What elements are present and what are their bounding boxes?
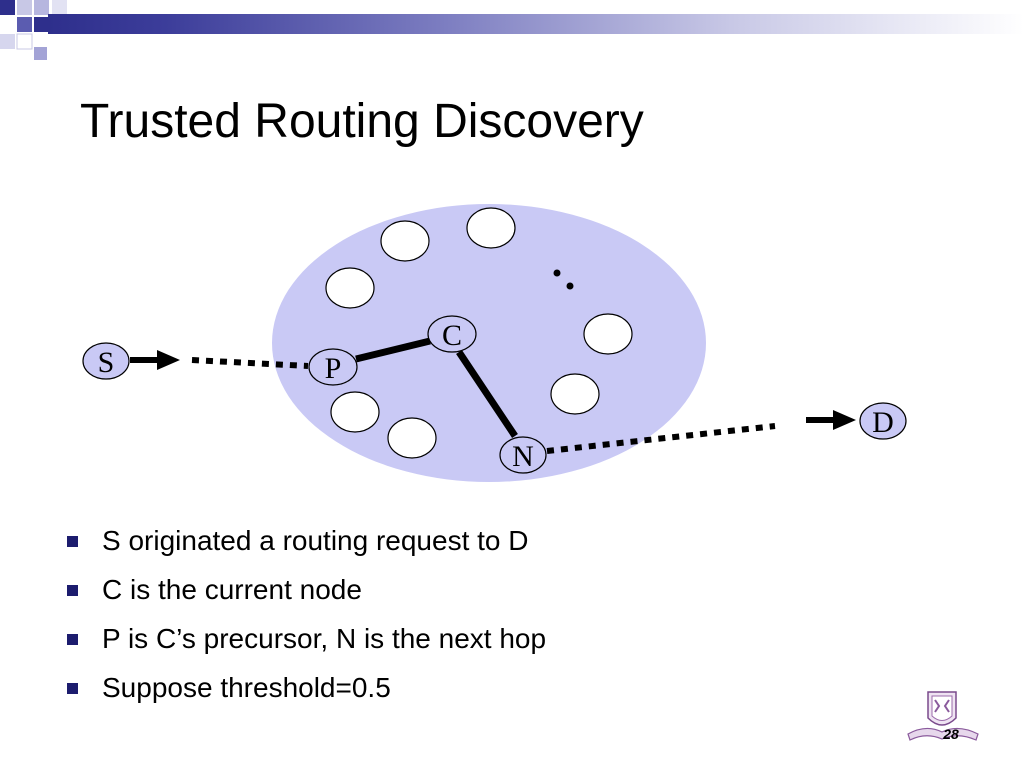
slide-title: Trusted Routing Discovery [80, 95, 644, 148]
node-d-label: D [872, 406, 894, 439]
dotted-link-n-d [546, 423, 776, 454]
square-bullet-icon [67, 634, 78, 645]
node-c-label: C [442, 319, 462, 352]
network-node [325, 267, 375, 309]
bullet-item: Suppose threshold=0.5 [64, 667, 546, 716]
network-node [550, 373, 600, 415]
arrow-d-head [833, 410, 856, 430]
square-bullet-icon [67, 585, 78, 596]
link-c-n [456, 350, 518, 438]
node-p [308, 348, 358, 386]
bullet-text: Suppose threshold=0.5 [102, 672, 391, 703]
node-c [427, 315, 477, 353]
header-decoration [0, 0, 67, 60]
node-n-label: N [512, 440, 534, 473]
bullet-text: P is C’s precursor, N is the next hop [102, 623, 547, 654]
node-s-label: S [98, 346, 115, 379]
dotted-link-s-p [191, 357, 309, 369]
header-gradient-bar [48, 14, 1024, 34]
ellipsis-dot [553, 269, 561, 277]
link-p-c [355, 337, 431, 363]
network-cloud [272, 204, 706, 482]
network-node [380, 220, 430, 262]
square-bullet-icon [67, 683, 78, 694]
university-logo-icon [907, 691, 979, 741]
bullet-list: S originated a routing request to D C is… [64, 520, 546, 716]
square-bullet-icon [67, 536, 78, 547]
page-number: 28 [943, 726, 959, 742]
bullet-text: S originated a routing request to D [102, 525, 529, 556]
node-n [499, 436, 547, 474]
network-node [387, 417, 437, 459]
node-s [82, 342, 130, 380]
network-node [583, 313, 633, 355]
bullet-item: P is C’s precursor, N is the next hop [64, 618, 546, 667]
arrow-s-head [157, 350, 180, 370]
bullet-text: C is the current node [102, 574, 362, 605]
ellipsis-dot [566, 282, 574, 290]
node-p-label: P [325, 352, 342, 385]
network-node [466, 207, 516, 249]
network-node [330, 391, 380, 433]
bullet-item: C is the current node [64, 569, 546, 618]
bullet-item: S originated a routing request to D [64, 520, 546, 569]
node-d [859, 402, 907, 440]
